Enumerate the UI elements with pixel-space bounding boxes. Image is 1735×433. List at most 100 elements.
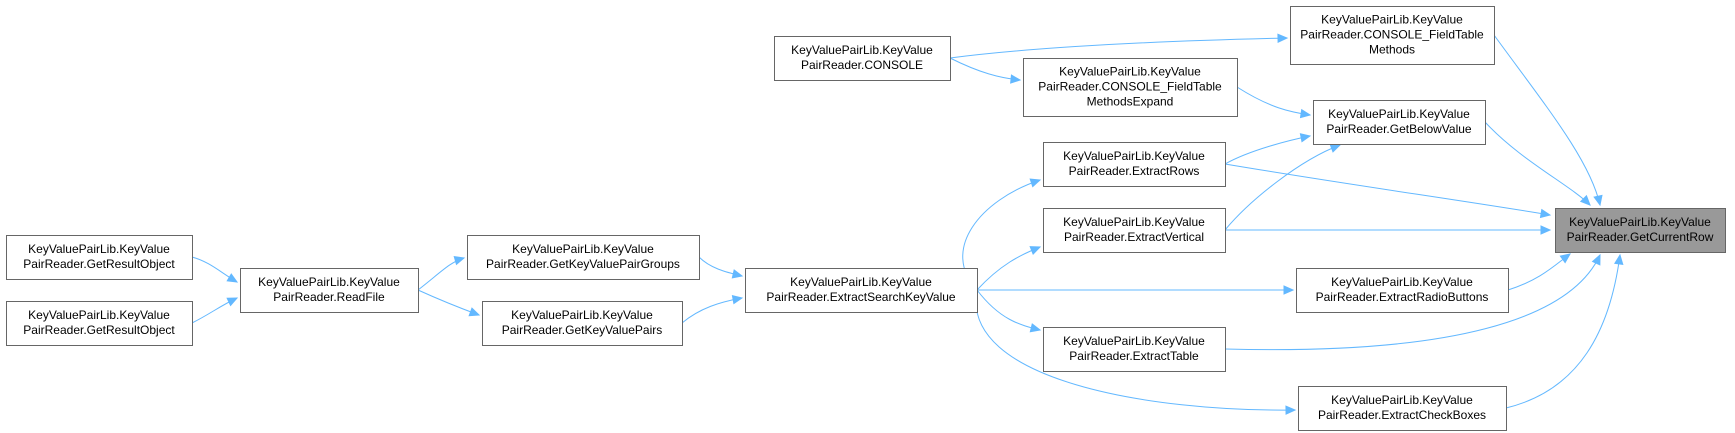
edge-arrowhead	[1029, 323, 1042, 333]
edge-arrowhead	[731, 295, 744, 305]
edge-line	[681, 297, 743, 324]
node-label-line: KeyValuePairLib.KeyValue	[1331, 393, 1473, 407]
graph-node[interactable]: KeyValuePairLib.KeyValuePairReader.Extra…	[1043, 208, 1226, 253]
focus-node[interactable]: KeyValuePairLib.KeyValuePairReader.GetCu…	[1555, 208, 1726, 253]
edge-n9-n8	[191, 256, 239, 283]
node-label-line: Methods	[1369, 43, 1415, 57]
edge-arrowhead	[1329, 143, 1342, 153]
edge-arrowhead	[1277, 33, 1289, 43]
edge-n2-n1	[949, 33, 1289, 59]
edge-line	[1224, 254, 1601, 351]
node-label-line: PairReader.ExtractRows	[1069, 164, 1200, 178]
node-label-line: PairReader.ExtractSearchKeyValue	[766, 290, 956, 304]
edge-n5-n0	[1224, 163, 1552, 219]
edge-arrowhead	[468, 307, 481, 317]
edge-n1-n0	[1493, 34, 1603, 207]
graph-node[interactable]: KeyValuePairLib.KeyValuePairReader.CONSO…	[1023, 58, 1238, 117]
edge-n12-n3	[1224, 143, 1342, 231]
edge-n12-n0	[1225, 225, 1552, 235]
edge-line	[1507, 253, 1571, 291]
node-box	[1043, 327, 1226, 372]
graph-node[interactable]: KeyValuePairLib.KeyValuePairReader.Extra…	[1298, 386, 1507, 431]
node-label-line: KeyValuePairLib.KeyValue	[1569, 215, 1711, 229]
edge-line	[1236, 86, 1311, 116]
edge-line	[949, 37, 1288, 59]
graph-node[interactable]: KeyValuePairLib.KeyValuePairReader.ReadF…	[240, 268, 419, 313]
graph-node[interactable]: KeyValuePairLib.KeyValuePairReader.GetKe…	[482, 301, 683, 346]
node-box	[1043, 208, 1226, 253]
node-box	[745, 268, 978, 313]
edge-n6-n12	[976, 246, 1042, 291]
node-label-line: PairReader.ExtractRadioButtons	[1316, 290, 1489, 304]
node-label-line: PairReader.CONSOLE_FieldTable	[1038, 80, 1222, 94]
node-label-line: KeyValuePairLib.KeyValue	[1059, 65, 1201, 79]
node-box	[482, 301, 683, 346]
graph-node[interactable]: KeyValuePairLib.KeyValuePairReader.CONSO…	[1290, 6, 1495, 65]
edge-n3-n0	[1484, 121, 1591, 206]
edge-line	[949, 57, 1021, 81]
edge-arrowhead	[1591, 253, 1601, 266]
node-label-line: PairReader.GetBelowValue	[1326, 122, 1472, 136]
graph-node[interactable]: KeyValuePairLib.KeyValuePairReader.GetRe…	[6, 235, 193, 280]
node-label-line: PairReader.GetKeyValuePairs	[502, 323, 663, 337]
node-label-line: KeyValuePairLib.KeyValue	[512, 242, 654, 256]
edge-arrowhead	[453, 256, 466, 266]
edge-arrowhead	[226, 273, 239, 283]
edge-line	[976, 289, 1041, 331]
edge-arrowhead	[226, 297, 239, 307]
edge-line	[976, 246, 1041, 291]
node-box	[1298, 386, 1507, 431]
node-box	[6, 301, 193, 346]
node-label-line: PairReader.GetResultObject	[23, 257, 175, 271]
node-label-line: PairReader.GetResultObject	[23, 323, 175, 337]
node-label-line: KeyValuePairLib.KeyValue	[1331, 275, 1473, 289]
node-label-line: PairReader.GetCurrentRow	[1567, 230, 1714, 244]
node-box	[6, 235, 193, 280]
edge-n7-n6	[698, 256, 744, 279]
graph-node[interactable]: KeyValuePairLib.KeyValuePairReader.GetBe…	[1313, 100, 1486, 145]
node-box	[240, 268, 419, 313]
edge-arrowhead	[1299, 133, 1312, 143]
node-label-line: KeyValuePairLib.KeyValue	[1321, 13, 1463, 27]
graph-node[interactable]: KeyValuePairLib.KeyValuePairReader.GetRe…	[6, 301, 193, 346]
node-label-line: KeyValuePairLib.KeyValue	[791, 43, 933, 57]
edge-n2-n4	[949, 57, 1022, 84]
edge-arrowhead	[1614, 253, 1624, 266]
edge-n10-n8	[191, 297, 239, 324]
graph-node[interactable]: KeyValuePairLib.KeyValuePairReader.Extra…	[1296, 268, 1509, 313]
edge-arrowhead	[1283, 285, 1295, 295]
node-box	[774, 36, 951, 81]
node-box	[1313, 100, 1486, 145]
node-box	[1023, 58, 1238, 117]
node-label-line: PairReader.ExtractTable	[1069, 349, 1199, 363]
edge-line	[1505, 254, 1621, 409]
node-box	[1043, 142, 1226, 187]
graph-node[interactable]: KeyValuePairLib.KeyValuePairReader.Extra…	[745, 268, 978, 313]
node-box	[1555, 208, 1726, 253]
edge-n5-n3	[1224, 133, 1312, 165]
node-label-line: PairReader.CONSOLE_FieldTable	[1300, 28, 1484, 42]
edge-arrowhead	[1029, 246, 1042, 255]
graph-node[interactable]: KeyValuePairLib.KeyValuePairReader.Extra…	[1043, 142, 1226, 187]
node-label-line: KeyValuePairLib.KeyValue	[28, 308, 170, 322]
node-label-line: PairReader.GetKeyValuePairGroups	[486, 257, 680, 271]
edge-n8-n11	[417, 289, 481, 317]
edge-arrowhead	[1540, 225, 1552, 235]
graph-node[interactable]: KeyValuePairLib.KeyValuePairReader.GetKe…	[467, 235, 700, 280]
graph-node[interactable]: KeyValuePairLib.KeyValuePairReader.Extra…	[1043, 327, 1226, 372]
edge-arrowhead	[1029, 178, 1042, 188]
node-label-line: PairReader.ExtractVertical	[1064, 230, 1204, 244]
edge-line	[975, 289, 1296, 411]
edge-arrowhead	[1559, 253, 1571, 264]
node-label-line: KeyValuePairLib.KeyValue	[790, 275, 932, 289]
edge-line	[1484, 121, 1591, 206]
node-label-line: KeyValuePairLib.KeyValue	[28, 242, 170, 256]
edge-arrowhead	[1010, 74, 1022, 84]
graph-node[interactable]: KeyValuePairLib.KeyValuePairReader.CONSO…	[774, 36, 951, 81]
edge-arrowhead	[1579, 194, 1591, 206]
node-label-line: PairReader.ReadFile	[273, 290, 385, 304]
edge-n6-n14	[976, 289, 1042, 333]
node-box	[1290, 6, 1495, 65]
node-label-line: KeyValuePairLib.KeyValue	[1063, 149, 1205, 163]
